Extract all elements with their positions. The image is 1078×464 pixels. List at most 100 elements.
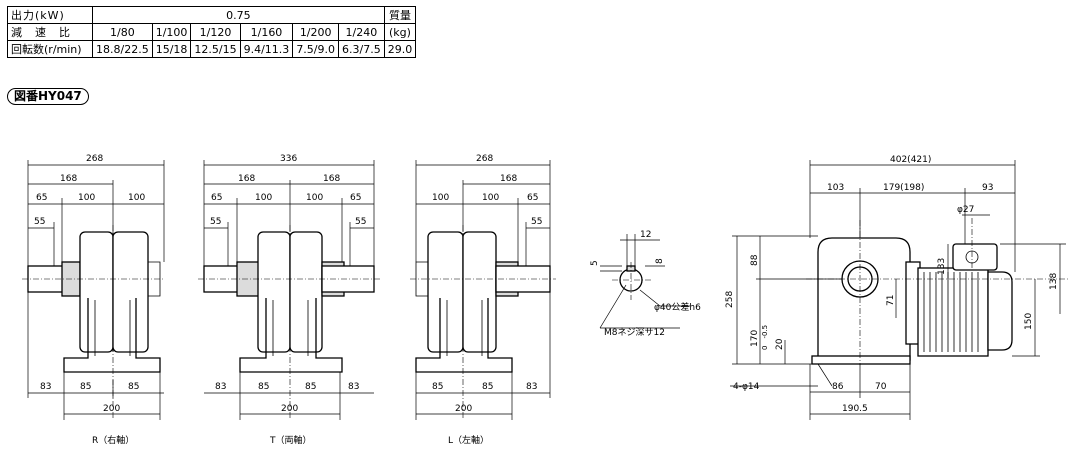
dim-base-total: 200: [103, 404, 120, 414]
reducer-body-l: [410, 225, 556, 420]
dim-base-total: 200: [455, 404, 472, 414]
dim-86: 86: [832, 382, 844, 392]
dim-base-1: 83: [215, 382, 226, 392]
ratio-cell: 1/200: [292, 23, 340, 41]
dim-55-right: 55: [355, 217, 366, 227]
caption-r: R（右軸）: [92, 434, 134, 446]
speed-cell: 6.3/7.5: [338, 40, 385, 58]
caption-l: L（左軸）: [448, 434, 489, 446]
housing-right: [289, 231, 323, 353]
side-view: 402(421) 103 179(198) 93 φ27 258 88 170 …: [725, 155, 1068, 420]
mass-value: 29.0: [383, 40, 417, 58]
dim-138: 138: [1049, 273, 1059, 290]
figure-number: 図番HY047: [7, 88, 89, 105]
dim-base-3: 85: [305, 382, 316, 392]
housing-left: [257, 231, 291, 353]
dim-overall: 268: [86, 154, 103, 164]
dim-base-2: 85: [80, 382, 91, 392]
ratio-cell: 1/100: [151, 23, 192, 41]
dim-12: 12: [640, 230, 651, 240]
dim-168: 168: [60, 174, 77, 184]
dim-88: 88: [750, 254, 760, 266]
dim-100a: 100: [78, 193, 95, 203]
dim-93: 93: [982, 183, 993, 193]
speed-cell: 18.8/22.5: [92, 40, 153, 58]
dim-65: 65: [36, 193, 47, 203]
dim-168-left: 168: [238, 174, 255, 184]
shaft-dia: φ40公差h6: [654, 301, 701, 313]
dim-71: 71: [886, 295, 896, 306]
fan-cover: [987, 271, 1013, 351]
speed-label: 回転数(r/min): [7, 40, 93, 58]
spec-row-ratio: 減 速 比 1/80 1/100 1/120 1/160 1/200 1/240…: [7, 23, 417, 41]
dim-258: 258: [725, 291, 735, 308]
housing-left: [427, 231, 464, 353]
terminal-box: [952, 243, 998, 271]
foot: [63, 298, 161, 373]
dim-65: 65: [527, 193, 538, 203]
dim-70: 70: [875, 382, 887, 392]
speed-cell: 12.5/15: [190, 40, 241, 58]
dim-133: 133: [937, 258, 947, 275]
dim-20: 20: [775, 338, 785, 350]
dim-190: 190.5: [842, 404, 868, 414]
housing-right: [112, 231, 149, 353]
motor-body: [917, 267, 989, 357]
dim-100a: 100: [432, 193, 449, 203]
dim-base-2: 85: [482, 382, 493, 392]
foot: [239, 298, 343, 373]
foot: [415, 298, 513, 373]
dim-base-1: 85: [432, 382, 443, 392]
view-l: 268 168 100 100 65 55 85 85 83 200 L（左軸）: [410, 154, 556, 446]
reducer-body-t: [198, 225, 380, 420]
dim-8: 8: [655, 258, 665, 264]
tap-note: M8ネジ深サ12: [604, 327, 665, 338]
dim-170-tol: 0 -0.5: [761, 325, 769, 350]
dim-base-3: 85: [128, 382, 139, 392]
dim-65-right: 65: [350, 193, 361, 203]
gear-case: [817, 237, 911, 361]
spec-table: 出力(kW) 0.75 質量 減 速 比 1/80 1/100 1/120 1/…: [7, 6, 417, 58]
dim-base-3: 83: [526, 382, 537, 392]
dim-103: 103: [827, 183, 844, 193]
view-t: 336 168 168 65 100 100 65 55 55 83 85 85…: [198, 154, 380, 446]
dim-55: 55: [34, 217, 45, 227]
dim-base-2: 85: [258, 382, 269, 392]
dim-179: 179(198): [883, 183, 924, 193]
dim-base-1: 83: [40, 382, 51, 392]
dim-100b: 100: [128, 193, 145, 203]
housing-right: [462, 231, 497, 353]
dim-150: 150: [1024, 313, 1034, 330]
dim-5: 5: [590, 260, 600, 266]
base-plate: [811, 355, 911, 365]
dim-170: 170: [750, 330, 760, 347]
dim-55: 55: [531, 217, 542, 227]
caption-t: T（両軸）: [269, 434, 312, 446]
dim-base-4: 83: [348, 382, 359, 392]
shaft-detail: 12 5 8 φ40公差h6 M8ネジ深サ12: [590, 230, 701, 338]
dim-overall: 336: [280, 154, 297, 164]
speed-cell: 9.4/11.3: [239, 40, 294, 58]
holes-note: 4-φ14: [733, 382, 760, 392]
dim-phi27: φ27: [957, 205, 974, 215]
dim-100-left: 100: [255, 193, 272, 203]
dim-base-total: 200: [281, 404, 298, 414]
spec-row-speed: 回転数(r/min) 18.8/22.5 15/18 12.5/15 9.4/1…: [7, 40, 417, 58]
dim-55-left: 55: [210, 217, 221, 227]
dim-168: 168: [500, 174, 517, 184]
speed-cell: 7.5/9.0: [292, 40, 340, 58]
reducer-body-r: [22, 225, 165, 420]
view-r: 268 168 65 100 100 55 83 85 85 200 R（右軸）: [22, 154, 165, 446]
dim-168-right: 168: [323, 174, 340, 184]
dim-65-left: 65: [211, 193, 222, 203]
ratio-cell: 1/240: [338, 23, 385, 41]
cooling-fins: [923, 272, 979, 352]
dim-100-right: 100: [306, 193, 323, 203]
housing-left: [79, 231, 114, 353]
side-body: [806, 218, 1068, 365]
dim-overall: 402(421): [890, 155, 931, 165]
dim-100b: 100: [482, 193, 499, 203]
ratio-cell: 1/80: [92, 23, 153, 41]
dim-overall: 268: [476, 154, 493, 164]
